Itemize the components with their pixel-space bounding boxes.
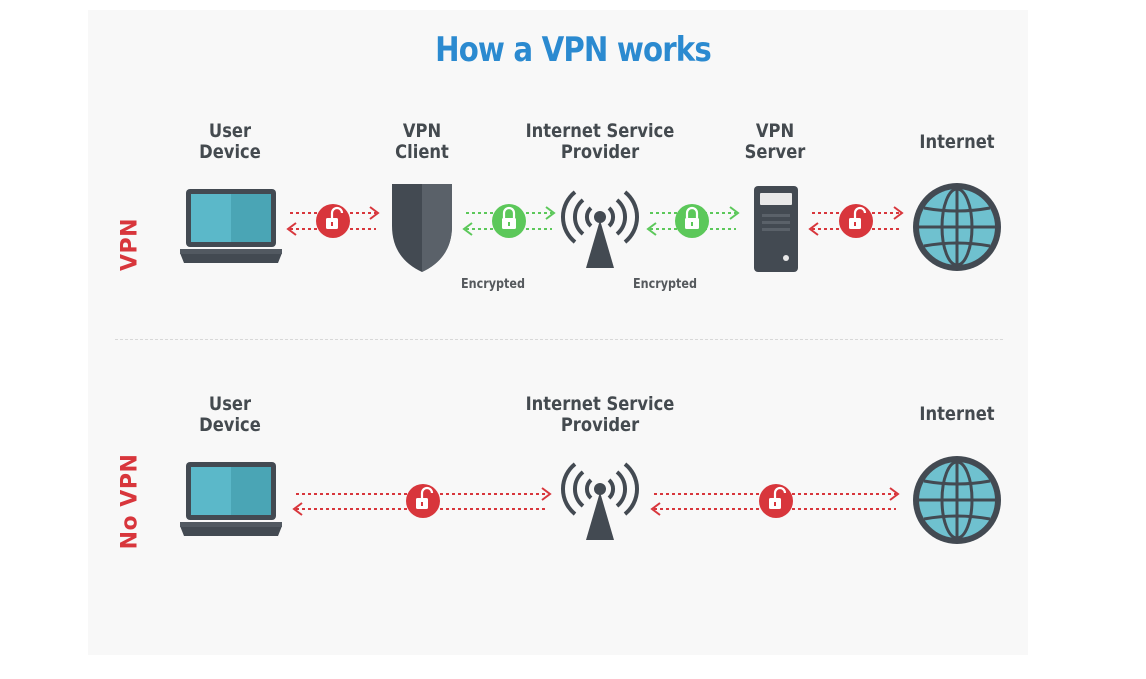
encrypted-note-2: Encrypted [633, 277, 697, 292]
encrypted-note-1: Encrypted [461, 277, 525, 292]
diagram-panel [88, 10, 1028, 655]
tower-icon [560, 462, 640, 542]
unlocked-lock-icon [404, 482, 442, 520]
laptop-icon [180, 462, 282, 536]
server-icon [754, 186, 798, 272]
page-title: How a VPN works [435, 30, 712, 70]
globe-icon [911, 181, 1003, 273]
unlocked-lock-icon [837, 202, 875, 240]
shield-icon [392, 184, 452, 272]
label-internet-novpn: Internet [919, 403, 995, 425]
laptop-icon [180, 189, 282, 263]
row-divider [115, 339, 1003, 340]
label-internet: Internet [919, 131, 995, 153]
unlocked-lock-icon [757, 482, 795, 520]
locked-lock-icon [673, 202, 711, 240]
unlocked-lock-icon [314, 202, 352, 240]
tower-icon [560, 190, 640, 270]
locked-lock-icon [490, 202, 528, 240]
globe-icon [911, 454, 1003, 546]
